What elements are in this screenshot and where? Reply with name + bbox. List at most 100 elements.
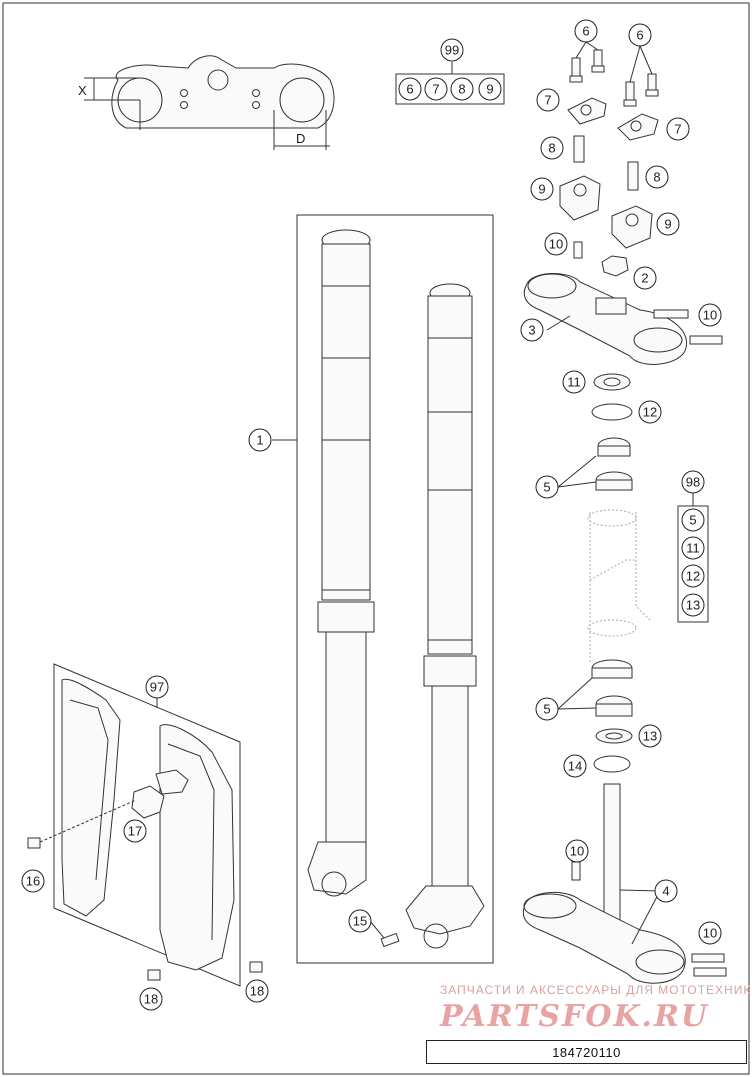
svg-text:6: 6 — [582, 24, 589, 39]
callout-17: 17 — [123, 819, 147, 843]
svg-text:14: 14 — [568, 759, 582, 774]
kit-99-callout: 99 — [440, 38, 464, 62]
upper-clamps — [567, 97, 659, 141]
callout-14: 14 — [563, 754, 587, 778]
svg-text:7: 7 — [544, 93, 551, 108]
svg-text:10: 10 — [703, 308, 717, 323]
callout-10-top: 10 — [544, 232, 568, 256]
callout-15: 15 — [348, 909, 372, 933]
callout-13: 13 — [638, 724, 662, 748]
small-bolt-and-nut — [573, 241, 629, 277]
lower-triple-clamp — [522, 783, 686, 984]
kit-97-panel — [53, 663, 241, 987]
watermark-caption: ЗАПЧАСТИ И АКСЕССУАРЫ ДЛЯ МОТОТЕХНИКИ — [440, 983, 752, 997]
fork-guard-right — [159, 724, 235, 971]
kit-99-item-6: 6 — [398, 77, 422, 101]
callout-5-upper: 5 — [535, 475, 559, 499]
kit-98-callout: 98 — [681, 470, 705, 494]
callout-2: 2 — [633, 266, 657, 290]
steering-head-outline — [587, 509, 651, 664]
svg-text:9: 9 — [664, 217, 671, 232]
callout-6-right: 6 — [628, 23, 652, 47]
svg-text:5: 5 — [543, 702, 550, 717]
callout-1: 1 — [248, 428, 272, 452]
kit-98-item-12: 12 — [681, 564, 705, 588]
kit-98-group — [677, 493, 709, 623]
svg-text:9: 9 — [486, 82, 493, 97]
svg-text:11: 11 — [567, 375, 581, 390]
guard-screws-18 — [147, 961, 263, 981]
fork-leg-left — [307, 229, 375, 897]
bearing-stack-upper — [557, 373, 633, 491]
callout-6-left: 6 — [574, 19, 598, 43]
kit-98-item-11: 11 — [681, 536, 705, 560]
callout-10-lower-right: 10 — [698, 921, 722, 945]
svg-text:97: 97 — [150, 680, 164, 695]
guard-screw-16 — [27, 837, 41, 849]
kit-98-item-13: 13 — [681, 593, 705, 617]
svg-text:13: 13 — [686, 598, 700, 613]
svg-text:18: 18 — [144, 992, 158, 1007]
side-bolts-lower — [691, 953, 727, 977]
svg-text:12: 12 — [643, 405, 657, 420]
svg-text:10: 10 — [549, 237, 563, 252]
svg-text:1: 1 — [256, 433, 263, 448]
callout-10-lower: 10 — [565, 839, 589, 863]
svg-text:99: 99 — [445, 43, 459, 58]
svg-text:2: 2 — [641, 271, 648, 286]
triple-clamp-top-view — [84, 55, 335, 150]
dimension-d-label: D — [296, 131, 305, 146]
svg-text:16: 16 — [26, 874, 40, 889]
callout-9-right: 9 — [656, 212, 680, 236]
callout-18-left: 18 — [139, 987, 163, 1011]
svg-text:5: 5 — [543, 480, 550, 495]
fork-guard-left — [61, 678, 121, 917]
callout-5-lower: 5 — [535, 697, 559, 721]
watermark-logo: PARTSFOK.RU — [439, 999, 709, 1034]
callout-7-right: 7 — [666, 117, 690, 141]
svg-text:11: 11 — [686, 541, 700, 556]
callout-7-left: 7 — [536, 88, 560, 112]
fork-assembly-box — [296, 214, 494, 964]
svg-text:9: 9 — [538, 182, 545, 197]
svg-text:7: 7 — [674, 122, 681, 137]
kit-99-item-7: 7 — [424, 77, 448, 101]
svg-text:8: 8 — [458, 82, 465, 97]
svg-text:6: 6 — [636, 28, 643, 43]
dimension-x-label: X — [78, 83, 87, 98]
upper-triple-clamp — [523, 272, 687, 365]
svg-text:98: 98 — [686, 475, 700, 490]
svg-text:13: 13 — [643, 729, 657, 744]
svg-text:3: 3 — [528, 323, 535, 338]
svg-text:7: 7 — [432, 82, 439, 97]
lower-clamps — [559, 175, 653, 249]
callout-9-left: 9 — [530, 177, 554, 201]
svg-text:15: 15 — [353, 914, 367, 929]
clamp-bolts — [569, 41, 659, 107]
svg-text:10: 10 — [703, 926, 717, 941]
kit-98-item-5: 5 — [681, 508, 705, 532]
kit-99-group — [395, 62, 505, 105]
fork-screw-15 — [369, 920, 400, 948]
kit-99-item-8: 8 — [450, 77, 474, 101]
kit-97-callout: 97 — [145, 675, 169, 699]
svg-text:12: 12 — [686, 569, 700, 584]
side-bolts-upper — [653, 309, 723, 345]
svg-text:10: 10 — [570, 844, 584, 859]
fork-leg-right — [405, 283, 485, 949]
callout-8-left: 8 — [540, 136, 564, 160]
svg-text:6: 6 — [406, 82, 413, 97]
svg-text:8: 8 — [548, 141, 555, 156]
svg-text:4: 4 — [662, 884, 669, 899]
svg-text:17: 17 — [128, 824, 142, 839]
guard-bracket-17 — [39, 769, 189, 843]
callout-12: 12 — [638, 400, 662, 424]
callout-18-right: 18 — [245, 979, 269, 1003]
callout-16: 16 — [21, 869, 45, 893]
svg-text:18: 18 — [250, 984, 264, 999]
svg-text:8: 8 — [653, 170, 660, 185]
bearing-stack-lower — [557, 659, 633, 773]
clamp-long-bolts — [573, 135, 639, 191]
